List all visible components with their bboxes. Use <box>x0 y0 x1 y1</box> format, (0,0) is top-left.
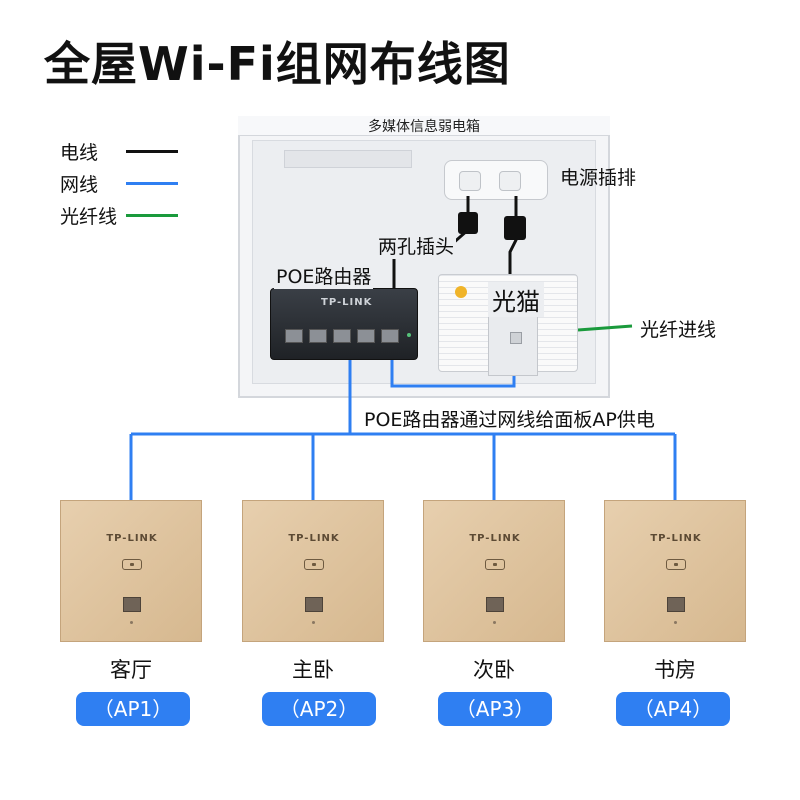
wifi-indicator-icon <box>122 559 142 570</box>
diagram-title: 全屋Wi-Fi组网布线图 <box>44 37 511 91</box>
plug-icon <box>458 212 526 240</box>
wifi-indicator-icon <box>304 559 324 570</box>
reset-hole-icon <box>493 621 496 624</box>
fiber-in-label: 光纤进线 <box>640 319 717 341</box>
poe-note: POE路由器通过网线给面板AP供电 <box>362 405 657 432</box>
socket-icon <box>499 171 521 191</box>
poe-router-label: POE路由器 <box>274 262 374 289</box>
modem-side-panel <box>488 312 538 376</box>
legend-label: 电线 <box>60 142 99 164</box>
power-strip <box>444 160 548 200</box>
ap-panel: TP-LINK <box>604 500 746 642</box>
panel-brand-logo: TP-LINK <box>288 533 340 544</box>
router-modem-cable <box>390 360 516 388</box>
legend-label: 网线 <box>60 174 99 196</box>
legend-label: 光纤线 <box>60 206 118 228</box>
legend-swatch <box>126 182 178 185</box>
ap-panel: TP-LINK <box>423 500 565 642</box>
ap-panel: TP-LINK <box>242 500 384 642</box>
ethernet-port-icon <box>486 597 504 612</box>
ethernet-port-icon <box>309 329 327 343</box>
wifi-indicator-icon <box>666 559 686 570</box>
ap-panel: TP-LINK <box>60 500 202 642</box>
poe-router: TP-LINK <box>270 288 418 360</box>
ethernet-port-icon <box>510 332 522 344</box>
router-brand-logo: TP-LINK <box>321 297 373 308</box>
legend-swatch <box>126 150 178 153</box>
ap-tag: （AP2） <box>262 692 376 726</box>
socket-icon <box>459 171 481 191</box>
ethernet-port-icon <box>305 597 323 612</box>
room-label: 次卧 <box>473 658 515 682</box>
ap-tag: （AP3） <box>438 692 552 726</box>
ethernet-port-icon <box>285 329 303 343</box>
ethernet-port-icon <box>123 597 141 612</box>
cabinet-label: 多媒体信息弱电箱 <box>238 116 610 136</box>
ethernet-port-icon <box>381 329 399 343</box>
reset-hole-icon <box>312 621 315 624</box>
ethernet-port-icon <box>357 329 375 343</box>
legend-item-fiber: 光纤线 <box>60 202 178 229</box>
ethernet-port-icon <box>667 597 685 612</box>
ap-network-cables <box>129 360 677 500</box>
room-label: 主卧 <box>292 658 334 682</box>
panel-brand-logo: TP-LINK <box>469 533 521 544</box>
reset-hole-icon <box>674 621 677 624</box>
power-strip-label: 电源插排 <box>560 167 637 189</box>
legend-swatch <box>126 214 178 217</box>
operator-logo-icon <box>455 286 467 298</box>
panel-brand-logo: TP-LINK <box>106 533 158 544</box>
ap-tag: （AP4） <box>616 692 730 726</box>
wifi-indicator-icon <box>485 559 505 570</box>
status-led-icon <box>407 333 411 337</box>
legend-item-network: 网线 <box>60 170 178 197</box>
fiber-cable <box>577 324 633 332</box>
ap-tag: （AP1） <box>76 692 190 726</box>
room-label: 客厅 <box>110 658 152 682</box>
ethernet-port-icon <box>333 329 351 343</box>
modem-label: 光猫 <box>488 282 544 317</box>
reset-hole-icon <box>130 621 133 624</box>
legend-item-power: 电线 <box>60 138 178 165</box>
mounting-bracket <box>284 150 412 168</box>
room-label: 书房 <box>654 658 696 682</box>
panel-brand-logo: TP-LINK <box>650 533 702 544</box>
two-pin-plug-label: 两孔插头 <box>376 232 457 259</box>
